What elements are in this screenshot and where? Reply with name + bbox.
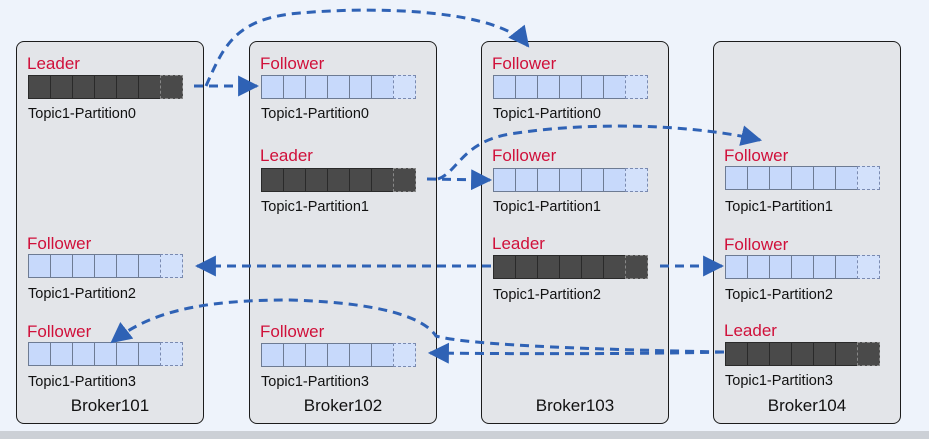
partition-label: Topic1-Partition0 (261, 106, 369, 122)
replication-arrow-p3-to-broker102 (427, 342, 725, 364)
replication-arrow-p3-to-broker101 (110, 298, 725, 354)
partition-label: Topic1-Partition2 (725, 287, 833, 303)
role-label: Leader (492, 234, 545, 253)
partition-label: Topic1-Partition3 (261, 374, 369, 390)
role-label: Follower (260, 322, 325, 341)
replica-log-bar (28, 254, 183, 278)
role-label: Follower (492, 54, 557, 73)
role-label: Leader (724, 321, 777, 340)
partition-label: Topic1-Partition3 (725, 373, 833, 389)
partition-label: Topic1-Partition3 (28, 374, 136, 390)
replica-log-bar (493, 75, 648, 99)
partition-label: Topic1-Partition2 (28, 286, 136, 302)
replica-log-bar (725, 166, 880, 190)
replica-log-bar (725, 255, 880, 279)
broker-name: Broker103 (535, 396, 615, 415)
role-label: Follower (724, 146, 789, 165)
replication-arrow-p1-to-broker103 (426, 169, 493, 191)
partition-label: Topic1-Partition1 (493, 199, 601, 215)
replica-log-bar (28, 342, 183, 366)
partition-label: Topic1-Partition2 (493, 287, 601, 303)
replica-log-bar (28, 75, 183, 99)
role-label: Leader (260, 146, 313, 165)
role-label: Follower (492, 146, 557, 165)
role-label: Follower (260, 54, 325, 73)
replica-log-bar (261, 343, 416, 367)
role-label: Leader (27, 54, 80, 73)
role-label: Follower (724, 235, 789, 254)
replica-log-bar (725, 342, 880, 366)
partition-label: Topic1-Partition1 (261, 199, 369, 215)
broker-name: Broker102 (303, 396, 383, 415)
replication-arrow-p1-to-broker104 (437, 124, 763, 181)
replica-log-bar (261, 168, 416, 192)
role-label: Follower (27, 234, 92, 253)
role-label: Follower (27, 322, 92, 341)
replication-arrow-p0-to-broker103 (204, 8, 530, 87)
broker-name: Broker104 (767, 396, 847, 415)
replica-log-bar (493, 255, 648, 279)
broker-102: Follower Topic1-Partition0 Leader Topic1… (249, 41, 437, 424)
broker-103: Follower Topic1-Partition0 Follower Topi… (481, 41, 669, 424)
broker-name: Broker101 (70, 396, 150, 415)
partition-label: Topic1-Partition0 (28, 106, 136, 122)
replica-log-bar (261, 75, 416, 99)
broker-101: Leader Topic1-Partition0 Follower Topic1… (16, 41, 204, 424)
partition-label: Topic1-Partition0 (493, 106, 601, 122)
replica-log-bar (493, 168, 648, 192)
bottom-strip (0, 431, 929, 439)
partition-label: Topic1-Partition1 (725, 199, 833, 215)
broker-104: Follower Topic1-Partition1 Follower Topi… (713, 41, 901, 424)
